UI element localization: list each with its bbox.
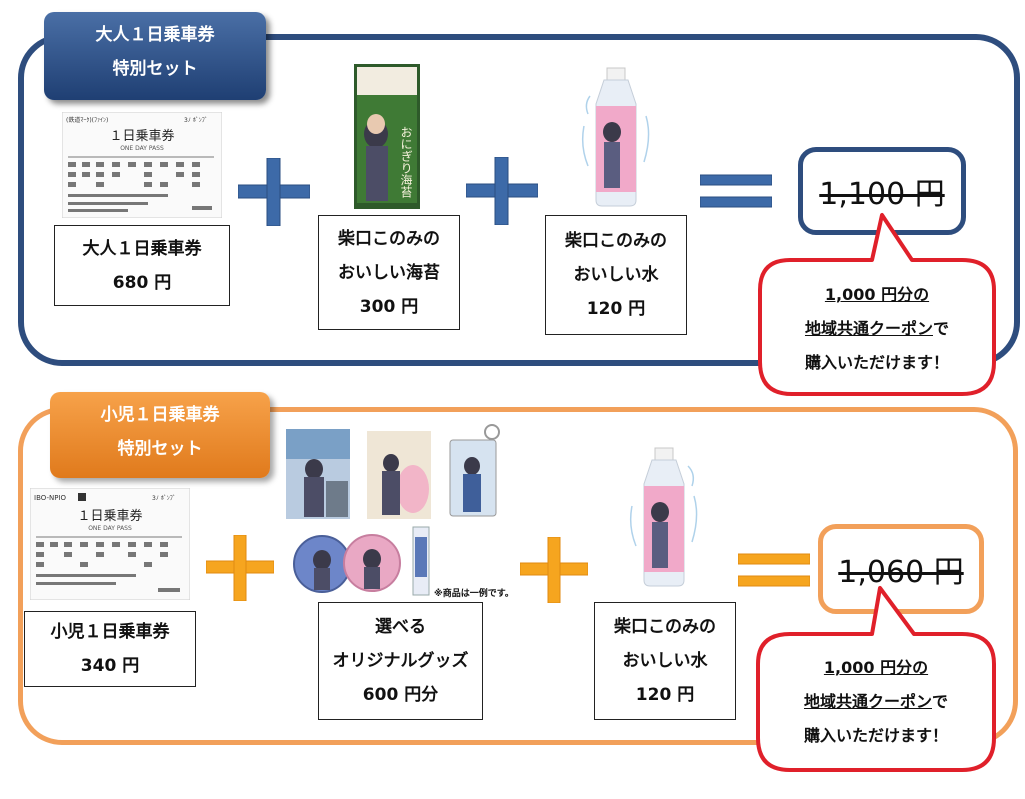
child-water-label-box: 柴口このみの おいしい水 120 円 xyxy=(594,602,736,720)
child-coupon-particle: で xyxy=(932,692,949,711)
adult-coupon-type: 地域共通クーポン xyxy=(804,319,933,338)
goods-clearfile-image-2 xyxy=(367,431,431,519)
adult-ribbon-title: 大人１日乗車券 xyxy=(95,25,215,45)
seaweed-package-image: おにぎり海苔 xyxy=(354,64,420,209)
child-ticket-title: １日乗車券 xyxy=(77,508,142,524)
adult-coupon-line3: 購入いただけます！ xyxy=(804,353,949,372)
adult-coupon-amount: 1,000 円分の xyxy=(824,285,930,304)
adult-ticket-header-left: (鉄道ﾏｰｸ)(ﾌｧｲﾝ) xyxy=(66,116,108,124)
seaweed-label-box: 柴口このみの おいしい海苔 300 円 xyxy=(318,215,460,330)
seaweed-name-line1: 柴口このみの xyxy=(338,228,440,249)
water-bottle-image xyxy=(629,447,698,587)
child-coupon-text: 1,000 円分の 地域共通クーポンで 購入いただけます！ xyxy=(762,651,990,753)
child-water-price: 120 円 xyxy=(635,685,695,705)
child-ticket-subtitle: ONE DAY PASS xyxy=(88,525,132,532)
adult-water-name-line1: 柴口このみの xyxy=(565,231,667,251)
child-coupon-amount: 1,000 円分の xyxy=(823,658,929,677)
seaweed-package-text: おにぎり海苔 xyxy=(399,126,413,198)
child-set-price: 1,060 円 xyxy=(818,524,984,614)
adult-coupon-line1: 1,000 円分の xyxy=(764,278,990,312)
adult-set-ribbon: 大人１日乗車券 特別セット xyxy=(44,12,266,100)
child-ticket-header-left: IBO-NPIO xyxy=(34,494,66,502)
child-water-name-line2: おいしい水 xyxy=(622,651,708,671)
seaweed-price: 300 円 xyxy=(359,296,419,317)
child-coupon-line3: 購入いただけます！ xyxy=(803,726,948,745)
water-bottle-image xyxy=(581,67,650,207)
child-ribbon-title: 小児１日乗車券 xyxy=(100,405,220,425)
goods-example-note: ※商品は一例です。 xyxy=(434,589,514,599)
adult-set-price: 1,100 円 xyxy=(798,147,966,235)
plus-sign-icon xyxy=(520,537,588,603)
seaweed-name-line2: おいしい海苔 xyxy=(338,262,440,283)
child-ticket-price: 340 円 xyxy=(80,656,140,676)
plus-sign-icon xyxy=(206,535,274,601)
equals-sign-icon xyxy=(738,553,810,587)
goods-name-line1: 選べる xyxy=(375,617,426,637)
adult-water-label-box: 柴口このみの おいしい水 120 円 xyxy=(545,215,687,335)
goods-price: 600 円分 xyxy=(362,685,439,705)
child-coupon-line1: 1,000 円分の xyxy=(762,651,990,685)
child-day-pass-ticket-image: IBO-NPIO 3ﾉ ﾎﾞﾝﾌﾞ １日乗車券 ONE DAY PASS xyxy=(30,488,190,600)
adult-coupon-line2: 地域共通クーポンで xyxy=(764,312,990,346)
adult-ticket-subtitle: ONE DAY PASS xyxy=(120,145,164,152)
adult-coupon-particle: で xyxy=(933,319,950,338)
plus-sign-icon xyxy=(466,157,538,225)
child-set-ribbon: 小児１日乗車券 特別セット xyxy=(50,392,270,478)
goods-keychain-image xyxy=(449,424,500,517)
adult-ticket-price: 680 円 xyxy=(112,272,172,293)
child-ticket-header-right: 3ﾉ ﾎﾞﾝﾌﾞ xyxy=(152,495,176,502)
goods-clearfile-image-1 xyxy=(286,429,350,519)
goods-stick-image xyxy=(412,526,430,596)
adult-day-pass-ticket-image: (鉄道ﾏｰｸ)(ﾌｧｲﾝ) 3ﾉ ﾎﾞﾝﾌﾞ １日乗車券 ONE DAY PAS… xyxy=(62,112,222,218)
plus-sign-icon xyxy=(238,158,310,226)
adult-water-price: 120 円 xyxy=(586,299,646,319)
adult-coupon-text: 1,000 円分の 地域共通クーポンで 購入いただけます！ xyxy=(764,278,990,380)
child-ribbon-subtitle: 特別セット xyxy=(117,439,203,459)
child-coupon-type: 地域共通クーポン xyxy=(803,692,932,711)
goods-name-line2: オリジナルグッズ xyxy=(332,651,469,671)
child-ticket-label-box: 小児１日乗車券 340 円 xyxy=(24,611,196,687)
goods-label-box: 選べる オリジナルグッズ 600 円分 xyxy=(318,602,483,720)
adult-ticket-name: 大人１日乗車券 xyxy=(82,238,202,259)
child-coupon-line2: 地域共通クーポンで xyxy=(762,685,990,719)
adult-ticket-label-box: 大人１日乗車券 680 円 xyxy=(54,225,230,306)
child-ticket-name: 小児１日乗車券 xyxy=(50,622,170,642)
adult-ticket-header-right: 3ﾉ ﾎﾞﾝﾌﾞ xyxy=(184,117,208,124)
child-water-name-line1: 柴口このみの xyxy=(614,617,716,637)
goods-badge-image-1 xyxy=(293,535,351,593)
equals-sign-icon xyxy=(700,174,772,208)
adult-ribbon-subtitle: 特別セット xyxy=(112,59,198,79)
adult-ticket-title: １日乗車券 xyxy=(109,128,174,144)
adult-water-name-line2: おいしい水 xyxy=(573,265,659,285)
goods-badge-image-2 xyxy=(343,534,401,592)
